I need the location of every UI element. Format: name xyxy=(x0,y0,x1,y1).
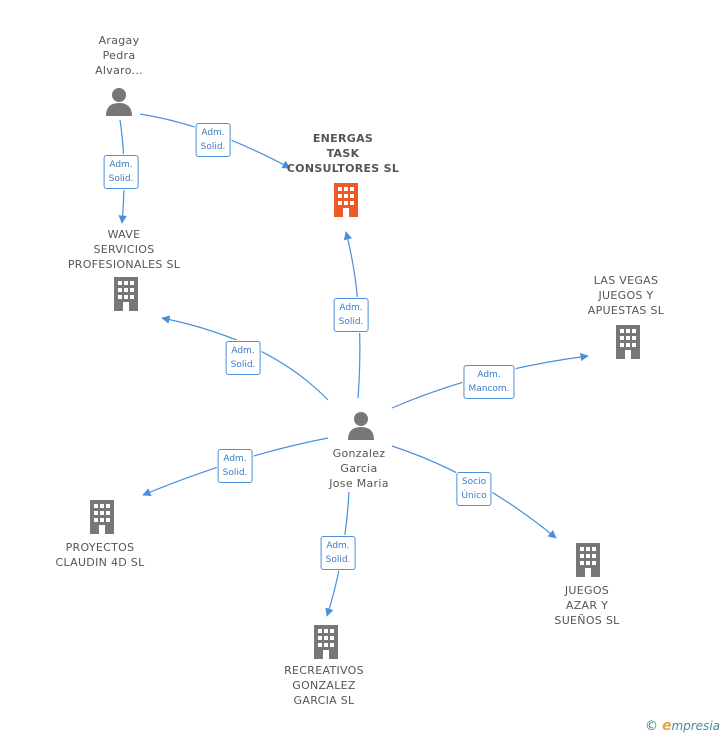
edge-label-aragay-energas: Adm.Solid. xyxy=(195,123,231,157)
building-icon[interactable] xyxy=(573,543,603,577)
edge-label-gonzalez-lasvegas: Adm.Mancom. xyxy=(463,365,515,399)
edge-label-gonzalez-energas: Adm.Solid. xyxy=(333,298,369,332)
node-label-wave[interactable]: WAVE SERVICIOS PROFESIONALES SL xyxy=(67,228,181,271)
building-icon[interactable] xyxy=(613,325,643,359)
node-label-lasvegas[interactable]: LAS VEGAS JUEGOS Y APUESTAS SL xyxy=(587,274,665,317)
edge-label-gonzalez-recreativos: Adm.Solid. xyxy=(320,536,356,570)
edge-label-aragay-wave: Adm.Solid. xyxy=(103,155,139,189)
node-label-proyectos[interactable]: PROYECTOS CLAUDIN 4D SL xyxy=(55,541,145,569)
building-icon[interactable] xyxy=(311,625,341,659)
node-label-energas[interactable]: ENERGAS TASK CONSULTORES SL xyxy=(286,132,400,175)
building-icon[interactable] xyxy=(111,277,141,311)
person-icon[interactable] xyxy=(105,87,133,117)
building-icon[interactable] xyxy=(87,500,117,534)
building-icon[interactable] xyxy=(331,183,361,217)
edge-label-gonzalez-proyectos: Adm.Solid. xyxy=(217,449,253,483)
node-label-juegos[interactable]: JUEGOS AZAR Y SUEÑOS SL xyxy=(554,584,620,627)
edge-label-gonzalez-wave: Adm.Solid. xyxy=(225,341,261,375)
empresia-logo: © empresia xyxy=(644,718,720,734)
node-label-recreativos[interactable]: RECREATIVOS GONZALEZ GARCIA SL xyxy=(284,664,364,707)
node-label-gonzalez[interactable]: Gonzalez Garcia Jose Maria xyxy=(329,447,389,490)
node-label-aragay[interactable]: Aragay Pedra Alvaro... xyxy=(95,34,143,77)
copyright-icon: © xyxy=(644,718,658,734)
person-icon[interactable] xyxy=(347,411,375,441)
